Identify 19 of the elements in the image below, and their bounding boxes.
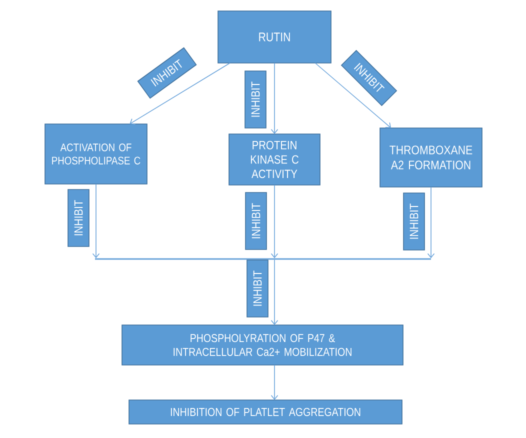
arrow xyxy=(270,62,278,134)
edge-label: INHIBIT xyxy=(245,192,267,250)
process-box: ACTIVATION OF PHOSPHOLIPASE C xyxy=(44,124,148,184)
process-box: INHIBITION OF PLATLET AGGREGATION xyxy=(128,400,402,424)
process-box: THROMBOXANE A2 FORMATION xyxy=(380,128,482,188)
arrow xyxy=(130,62,230,125)
edge-label: INHIBIT xyxy=(68,189,90,247)
arrow xyxy=(427,186,435,258)
arrow xyxy=(270,259,278,325)
edge-label: INHIBIT xyxy=(246,260,268,318)
arrow xyxy=(92,184,100,258)
process-box: PROTEIN KINASE C ACTIVITY xyxy=(228,134,320,186)
arrow xyxy=(270,364,278,400)
edge-label: INHIBIT xyxy=(244,70,266,128)
process-box: RUTIN xyxy=(218,10,332,64)
arrow xyxy=(270,184,278,258)
process-box: PHOSPHOLYRATION OF P47 & INTRACELLULAR Ca2+ MOBILIZATION xyxy=(122,324,404,366)
edge-label: INHIBIT xyxy=(403,192,425,250)
arrow xyxy=(314,62,392,128)
